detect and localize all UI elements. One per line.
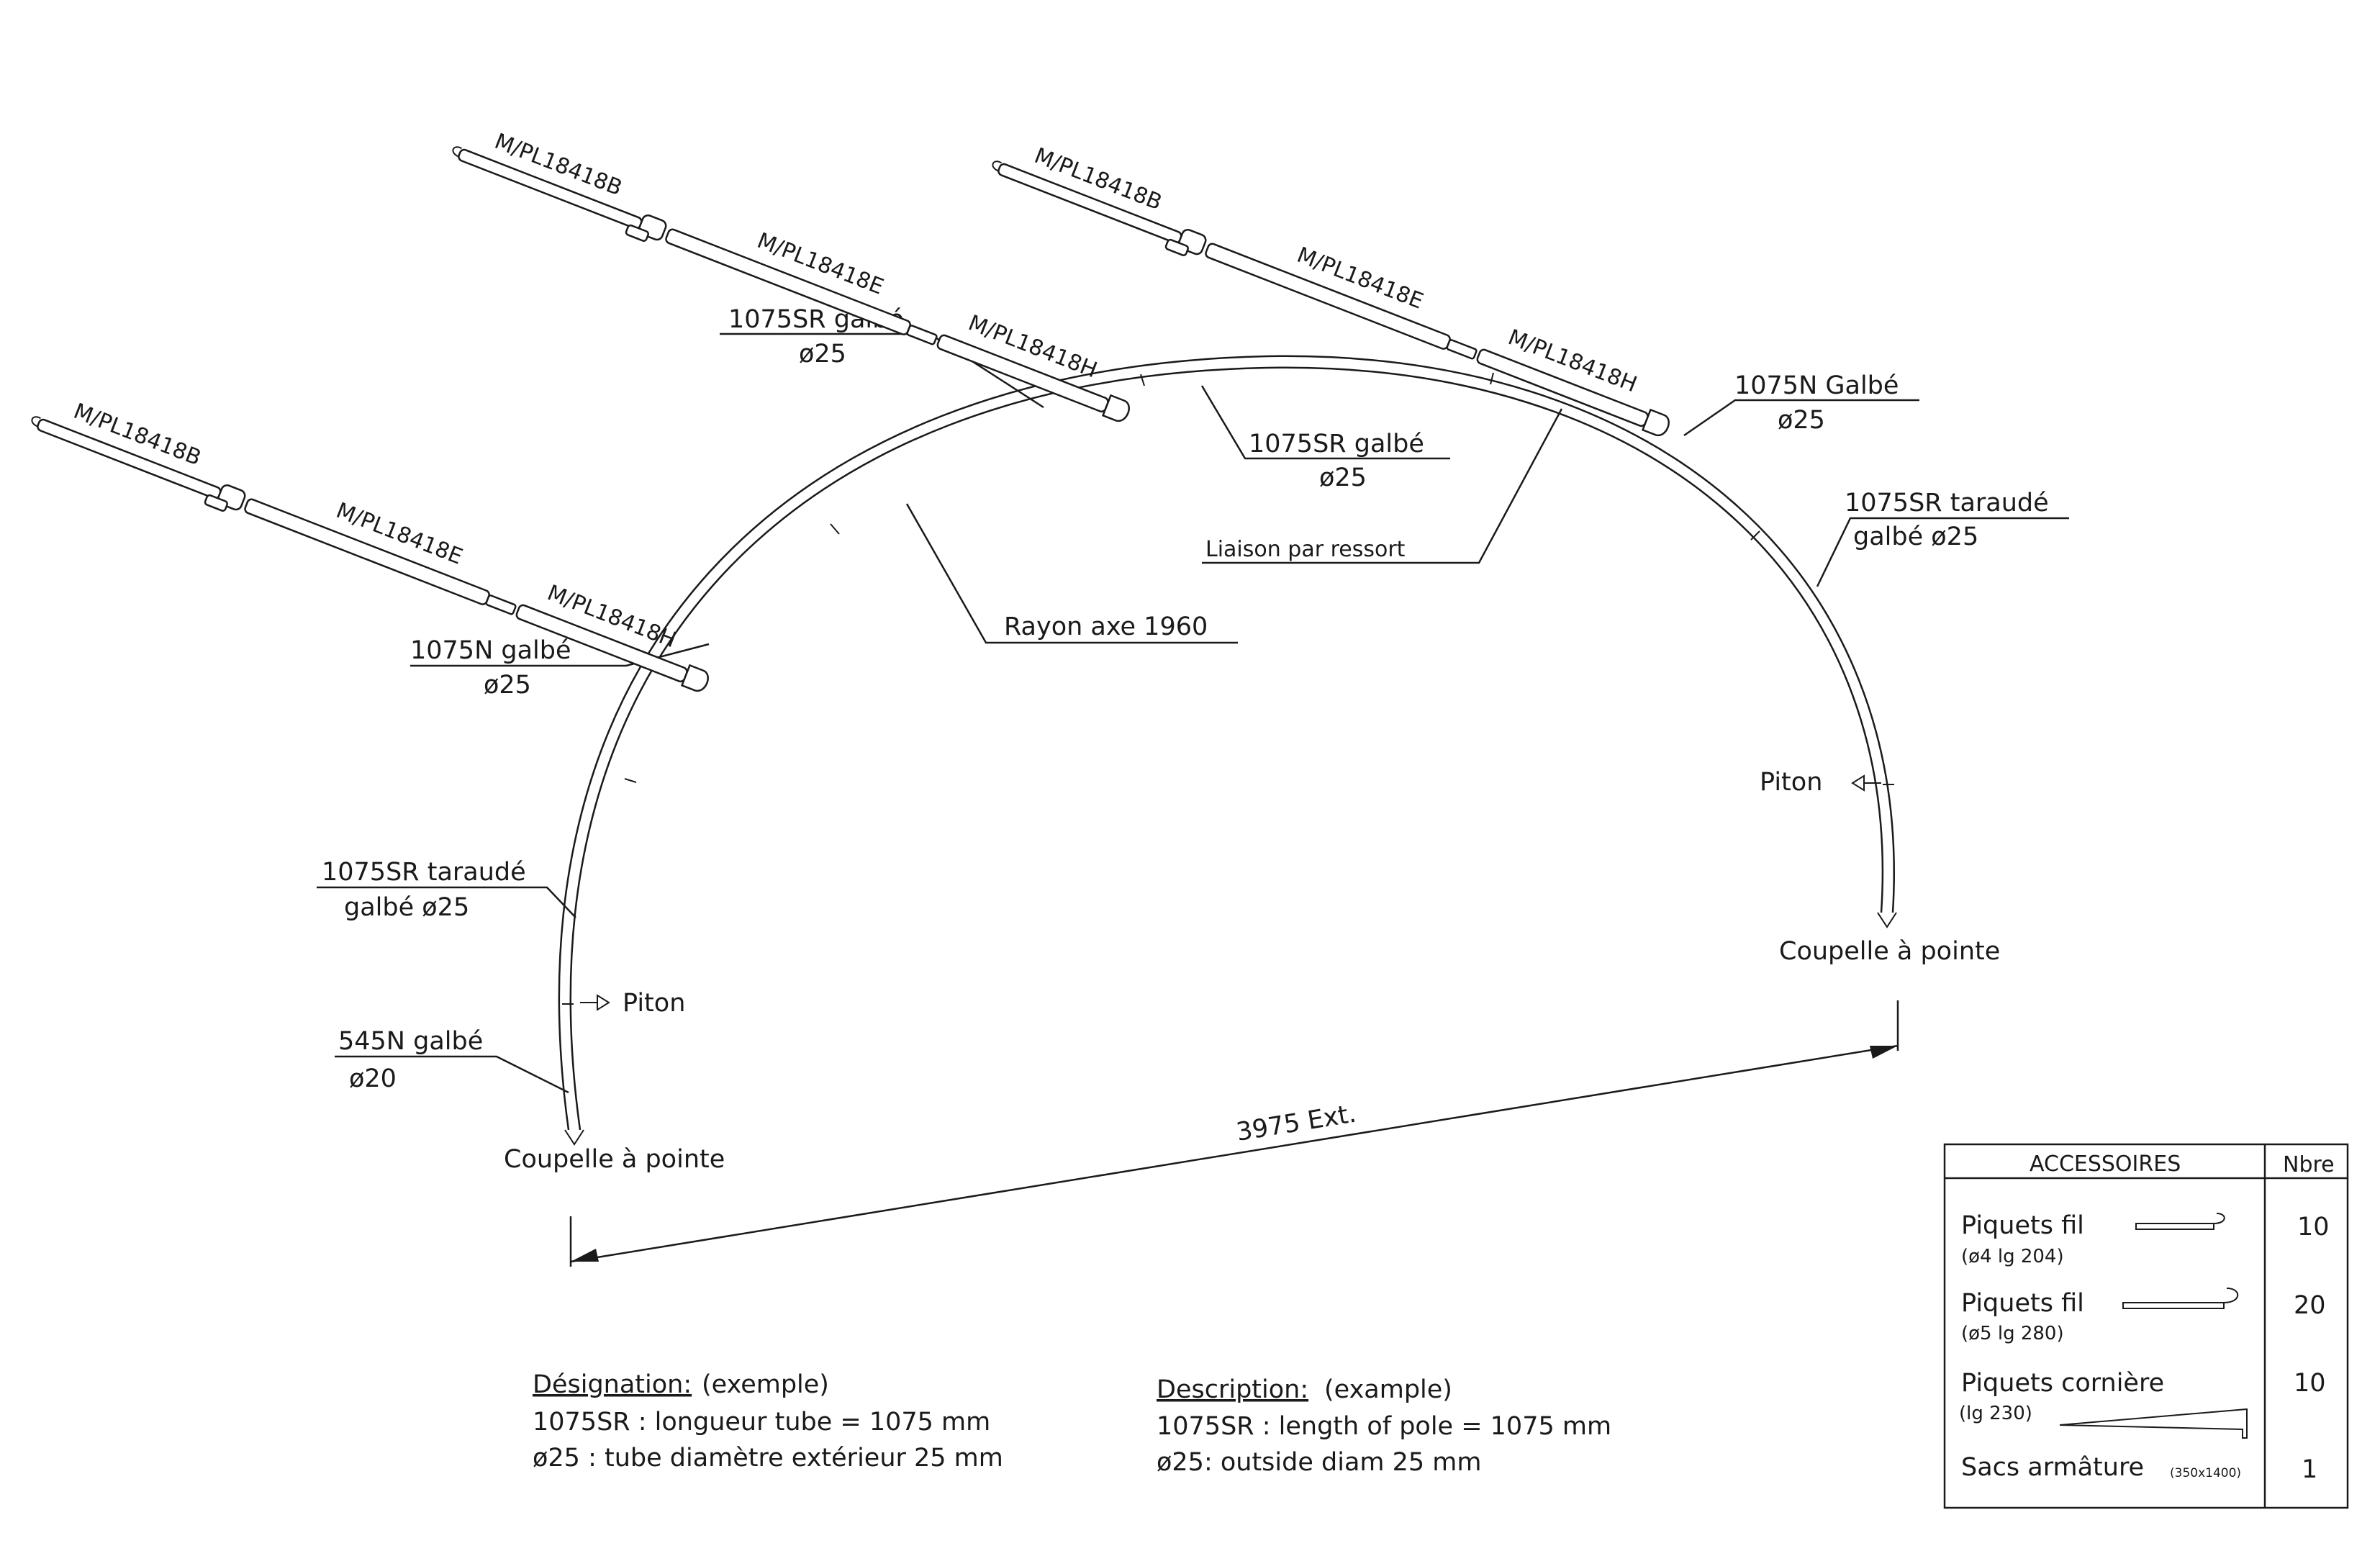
- accessory-spec: (ø4 lg 204): [1961, 1246, 2064, 1267]
- wire-stake-small-icon: [2135, 1213, 2225, 1230]
- piton-left-marker: [580, 994, 610, 1011]
- accessory-row: Sacs armâture (350x1400) 1: [1961, 1453, 2317, 1484]
- label-left-upper: 1075N galbé: [410, 636, 571, 665]
- description-title: Description:: [1157, 1375, 1308, 1404]
- designation-title: Désignation:: [533, 1370, 692, 1399]
- label-left-bottom: 545N galbé: [338, 1027, 483, 1056]
- accessory-name: Piquets fil: [1961, 1289, 2084, 1318]
- label-left-lower-2: galbé ø25: [344, 893, 469, 922]
- accessory-spec: (lg 230): [1959, 1403, 2032, 1424]
- arch-frame: [558, 355, 1897, 1146]
- description-block: Description: (example) 1075SR : length o…: [1157, 1375, 1611, 1477]
- label-piton-right: Piton: [1760, 768, 1822, 797]
- accessory-qty: 10: [2294, 1369, 2326, 1398]
- label-piton-left: Piton: [623, 989, 685, 1018]
- accessories-qty-header: Nbre: [2283, 1152, 2335, 1177]
- span-label: 3975 Ext.: [1234, 1100, 1358, 1147]
- accessory-row: Piquets fil (ø4 lg 204) 10: [1961, 1211, 2330, 1267]
- accessory-name: Sacs armâture: [1961, 1453, 2144, 1482]
- designation-suffix: (exemple): [702, 1370, 829, 1399]
- label-top-mid-arc-dia: ø25: [1319, 463, 1367, 492]
- angle-stake-icon: [2059, 1408, 2248, 1439]
- rod-assembly-3: M/PL18418B M/PL18418E M/PL18418H: [31, 399, 709, 692]
- label-right-upper-dia: ø25: [1778, 406, 1825, 435]
- designation-line1: 1075SR : longueur tube = 1075 mm: [533, 1408, 990, 1437]
- label-right-lower-1: 1075SR taraudé: [1845, 489, 2049, 517]
- label-cup-right: Coupelle à pointe: [1779, 937, 2000, 966]
- label-right-upper: 1075N Galbé: [1734, 371, 1899, 400]
- leader-lines: [317, 333, 2069, 1094]
- designation-line2: ø25 : tube diamètre extérieur 25 mm: [533, 1444, 1003, 1473]
- accessory-qty: 10: [2297, 1213, 2330, 1241]
- accessory-qty: 1: [2302, 1455, 2317, 1484]
- description-line2: ø25: outside diam 25 mm: [1157, 1448, 1481, 1477]
- wire-stake-large-icon: [2122, 1288, 2239, 1309]
- accessory-qty: 20: [2294, 1291, 2326, 1320]
- designation-block: Désignation: (exemple) 1075SR : longueur…: [533, 1370, 1003, 1473]
- accessory-spec: (ø5 lg 280): [1961, 1323, 2064, 1344]
- label-left-upper-dia: ø25: [484, 671, 531, 700]
- accessory-row: Piquets fil (ø5 lg 280) 20: [1961, 1288, 2326, 1344]
- accessory-spec: (350x1400): [2170, 1466, 2241, 1480]
- accessory-row: Piquets cornière (lg 230) 10: [1959, 1369, 2326, 1439]
- label-spring-link: Liaison par ressort: [1205, 537, 1406, 562]
- label-left-lower-1: 1075SR taraudé: [322, 858, 526, 887]
- label-cup-left: Coupelle à pointe: [504, 1145, 725, 1174]
- label-left-bottom-dia: ø20: [349, 1064, 397, 1093]
- description-suffix: (example): [1324, 1375, 1452, 1404]
- label-top-mid-arc: 1075SR galbé: [1249, 430, 1424, 458]
- span-dimension: 3975 Ext.: [569, 1000, 1899, 1267]
- accessories-header: ACCESSOIRES: [2030, 1152, 2181, 1177]
- label-radius: Rayon axe 1960: [1004, 612, 1208, 641]
- accessory-name: Piquets cornière: [1961, 1369, 2164, 1398]
- label-top-left-arc-dia: ø25: [799, 340, 846, 368]
- description-line1: 1075SR : length of pole = 1075 mm: [1157, 1412, 1611, 1441]
- piton-right-marker: [1851, 774, 1881, 792]
- label-right-lower-2: galbé ø25: [1853, 523, 1978, 551]
- accessory-name: Piquets fil: [1961, 1211, 2084, 1240]
- part-labels: 1075SR galbé ø25 1075SR galbé ø25 Liaiso…: [322, 305, 2049, 1174]
- accessories-table: ACCESSOIRES Nbre Piquets fil (ø4 lg 204)…: [1943, 1143, 2349, 1509]
